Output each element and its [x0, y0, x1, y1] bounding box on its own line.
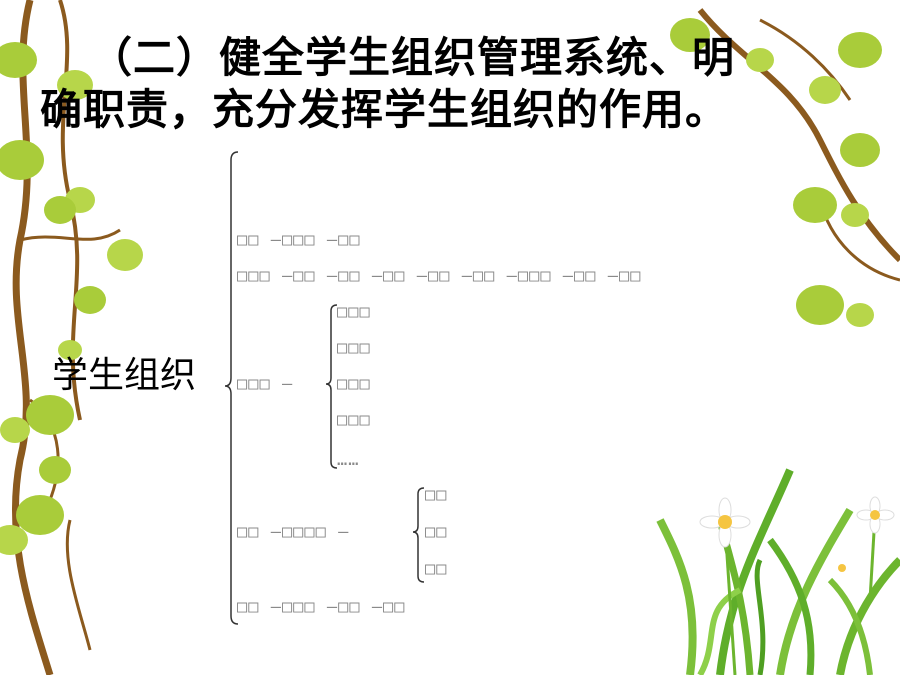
branch-row-4-child: □□ — [425, 522, 448, 542]
branch-row-3-child: □□□ — [337, 410, 371, 430]
branch-row-3-child: □□□ — [337, 302, 371, 322]
branch-row-3-child: □□□ — [337, 374, 371, 394]
branch-row-4-head: □□ —□□□□ — — [237, 522, 350, 542]
branch-row-4-child: □□ — [425, 559, 448, 579]
sub-brace-row3 — [325, 304, 338, 469]
branch-row-4-child: □□ — [425, 485, 448, 505]
sub-brace-row4 — [412, 487, 425, 583]
main-brace — [224, 151, 239, 625]
title-line-2: 确职责，充分发挥学生组织的作用。 — [40, 85, 729, 134]
title-line-1: （二）健全学生组织管理系统、明 — [90, 33, 736, 82]
branch-row-3-child: □□□ — [337, 338, 371, 358]
slide-title: （二）健全学生组织管理系统、明 确职责，充分发挥学生组织的作用。 — [40, 32, 860, 136]
branch-row-2: □□□ —□□ —□□ —□□ —□□ —□□ —□□□ —□□ —□□ — [237, 266, 642, 286]
branch-row-1: □□ —□□□ —□□ — [237, 230, 361, 250]
branch-row-5: □□ —□□□ —□□ —□□ — [237, 597, 406, 617]
vine-leaves-left-icon — [0, 0, 143, 675]
branch-row-3-ellipsis: …… — [337, 450, 360, 470]
vine-leaves-right-icon — [670, 8, 900, 327]
root-label: 学生组织 — [52, 355, 197, 396]
branch-row-3-head: □□□ — — [237, 374, 294, 394]
grass-flowers-bottom-right-icon — [656, 468, 900, 675]
